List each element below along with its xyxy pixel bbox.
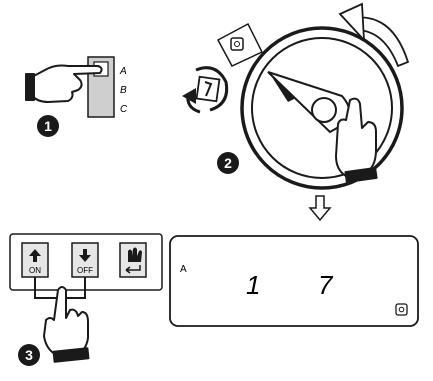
switch-position-a: A [119, 66, 127, 77]
display-right-digit: 7 [318, 270, 334, 300]
dial-calendar-tag [216, 22, 264, 67]
switch-position-c: C [120, 104, 128, 115]
enter-button[interactable] [119, 242, 147, 278]
step-1-number: 1 [44, 118, 52, 134]
off-button-label: OFF [77, 266, 93, 275]
calendar-rotate-icon [182, 66, 229, 114]
up-arrow-icon [29, 249, 41, 262]
down-arrow-icon [79, 249, 91, 262]
step-3-badge [18, 344, 40, 366]
calendar-icon [230, 37, 244, 51]
display-program-letter: A [180, 264, 187, 275]
lcd-display [169, 235, 419, 327]
step-2-number: 2 [224, 155, 232, 171]
pressing-hand-icon [43, 286, 90, 363]
step-1-badge [37, 115, 59, 137]
switch-position-b: B [120, 85, 127, 96]
rotary-dial[interactable] [240, 26, 404, 190]
on-button[interactable]: ON [21, 242, 49, 278]
step-3-number: 3 [25, 347, 33, 363]
on-button-label: ON [29, 266, 41, 275]
display-left-digit: 1 [246, 270, 260, 300]
calendar-icon [395, 303, 408, 316]
pointing-hand-icon [25, 64, 103, 103]
hand-enter-icon [128, 247, 142, 262]
turning-hand-icon [335, 97, 378, 184]
step-2-badge [217, 152, 239, 174]
curved-arrow-icon [338, 2, 410, 68]
down-arrow-icon [308, 195, 332, 222]
off-button[interactable]: OFF [71, 242, 99, 278]
